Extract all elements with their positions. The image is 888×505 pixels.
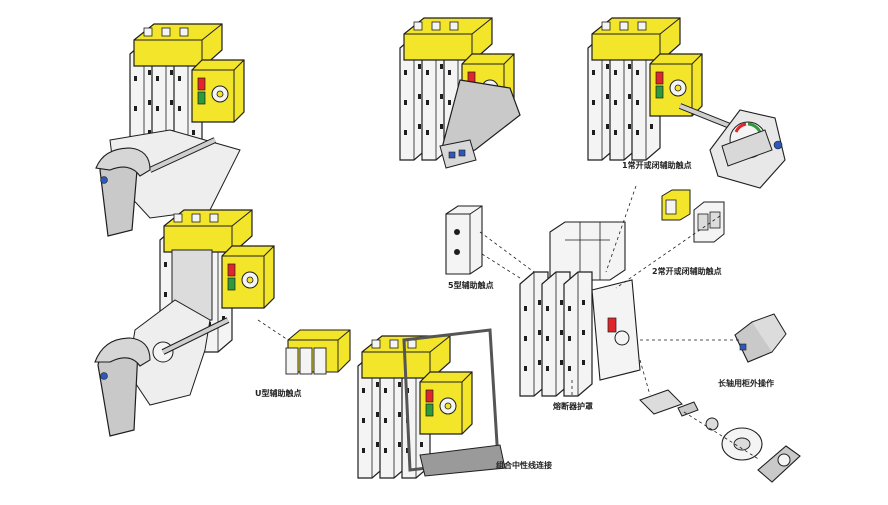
aux-contact-2 [693,201,725,243]
label-aux-2no-nc: 2常开或闭辅助触点 [652,267,722,276]
u-type-aux-contact [285,329,351,375]
label-aux-1no-nc: 1常开或闭辅助触点 [622,161,692,170]
label-fuse-cover: 熔断器护罩 [553,402,593,411]
switch-unit-1 [95,24,244,237]
switch-unit-4 [94,210,274,437]
leader-lines [257,185,761,461]
label-aux-type-u: U型辅助触点 [255,389,302,398]
switch-unit-2 [400,18,521,169]
aux-contact-1 [661,189,691,221]
neutral-link-unit [358,328,506,478]
exploded-parts [639,389,801,483]
label-aux-type5: 5型辅助触点 [448,281,494,290]
label-neutral-link: 组合中性线连接 [496,461,552,470]
exploded-switch [519,221,641,397]
label-long-shaft: 长轴用柜外操作 [718,379,774,388]
long-shaft-handle [734,313,787,363]
type5-aux-contact [445,205,483,275]
switch-unit-3 [588,18,786,189]
